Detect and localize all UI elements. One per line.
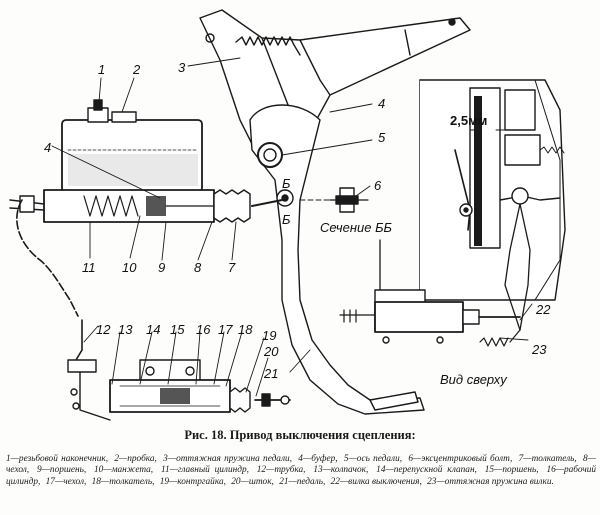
legend-item: 15—поршень, <box>484 465 544 476</box>
legend-item: 12—трубка, <box>256 465 311 476</box>
legend-item: 19—контргайка, <box>159 476 229 487</box>
callout-7: 7 <box>228 260 236 275</box>
callout-19: 19 <box>262 328 276 343</box>
callout-22: 22 <box>535 302 551 317</box>
callout-2: 2 <box>132 62 141 77</box>
eccentric-bolt-section: Сечение ББ <box>299 187 393 235</box>
legend-item: 4—буфер, <box>298 454 341 464</box>
legend-item: 16—рабочий цилиндр, <box>6 465 596 487</box>
master-cylinder <box>9 99 215 223</box>
callout-12: 12 <box>96 322 111 337</box>
pedal-return-spring <box>235 36 301 56</box>
callout-15: 15 <box>170 322 185 337</box>
callout-17: 17 <box>218 322 233 337</box>
legend-item: 13—колпачок, <box>313 465 374 476</box>
section-bb-label: Сечение ББ <box>320 220 393 235</box>
legend-item: 3—оттяжная пружина педали, <box>163 454 296 464</box>
callout-21: 21 <box>263 366 278 381</box>
legend-item: 7—толкатель, <box>518 454 581 464</box>
master-cylinder-boot <box>213 189 283 223</box>
legend-item: 11—главный цилиндр, <box>160 465 254 476</box>
legend-item: 20—шток, <box>231 476 277 487</box>
callout-4-buffer: 4 <box>378 96 385 111</box>
clearance-dimension: 2,5мм <box>450 113 487 128</box>
legend-item: 23—оттяжная пружина вилки. <box>427 476 554 487</box>
callout-3: 3 <box>178 60 186 75</box>
clutch-drive-diagram: Б Б Сечение ББ <box>9 9 566 421</box>
callout-13: 13 <box>118 322 133 337</box>
callout-1: 1 <box>98 62 105 77</box>
callout-5: 5 <box>378 130 386 145</box>
figure-caption-title: Рис. 18. Привод выключения сцепления: <box>184 428 416 442</box>
legend-item: 1—резьбовой наконечник, <box>6 454 112 464</box>
callout-14: 14 <box>146 322 160 337</box>
callout-10: 10 <box>122 260 137 275</box>
callout-23: 23 <box>531 342 547 357</box>
legend-item: 2—пробка, <box>114 454 161 464</box>
master-hose <box>16 199 111 421</box>
section-marker-b-lower: Б <box>282 212 291 227</box>
legend-item: 22—вилка выключения, <box>330 476 425 487</box>
legend-item: 6—эксцентриковый болт, <box>408 454 516 464</box>
legend-item: 18—толкатель, <box>91 476 157 487</box>
slave-cylinder <box>109 359 291 413</box>
callout-6: 6 <box>374 178 382 193</box>
callout-4-left: 4 <box>44 140 51 155</box>
legend-item: 8—чехол, <box>6 454 596 476</box>
figure-legend: 1—резьбовой наконечник, 2—пробка, 3—оття… <box>6 454 596 488</box>
callout-16: 16 <box>196 322 211 337</box>
legend-item: 17—чехол, <box>45 476 89 487</box>
leader-lines <box>51 57 533 397</box>
callout-9: 9 <box>158 260 165 275</box>
top-view-label: Вид сверху <box>440 372 508 387</box>
legend-item: 14—перепускной клапан, <box>376 465 482 476</box>
clutch-pedal: Б Б <box>249 104 425 415</box>
callout-11: 11 <box>82 260 96 275</box>
legend-item: 10—манжета, <box>94 465 158 476</box>
top-view-assembly: 2,5мм Вид сверху <box>339 79 566 387</box>
legend-item: 9—поршень, <box>37 465 92 476</box>
callout-8: 8 <box>194 260 202 275</box>
legend-item: 21—педаль, <box>279 476 328 487</box>
callout-18: 18 <box>238 322 253 337</box>
callout-20: 20 <box>263 344 279 359</box>
section-marker-b-upper: Б <box>282 176 291 191</box>
legend-item: 5—ось педали, <box>343 454 406 464</box>
